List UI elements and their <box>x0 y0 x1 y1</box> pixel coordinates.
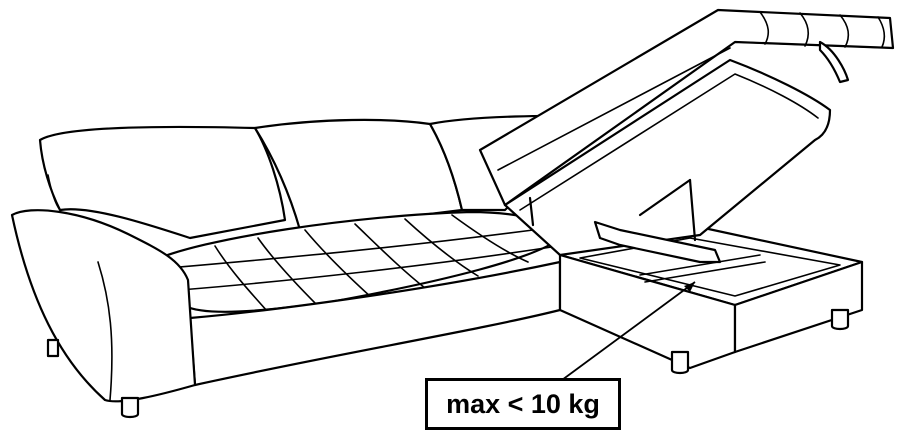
sofa-feet <box>46 308 850 419</box>
weight-limit-label: max < 10 kg <box>425 378 621 430</box>
seat-cushions <box>148 210 567 313</box>
left-armrest <box>10 209 197 403</box>
leader-line <box>561 281 696 381</box>
lift-mechanism <box>528 178 722 264</box>
back-cushion-left <box>38 125 287 240</box>
leader-arrow <box>684 282 695 292</box>
lid-underside <box>503 58 832 257</box>
